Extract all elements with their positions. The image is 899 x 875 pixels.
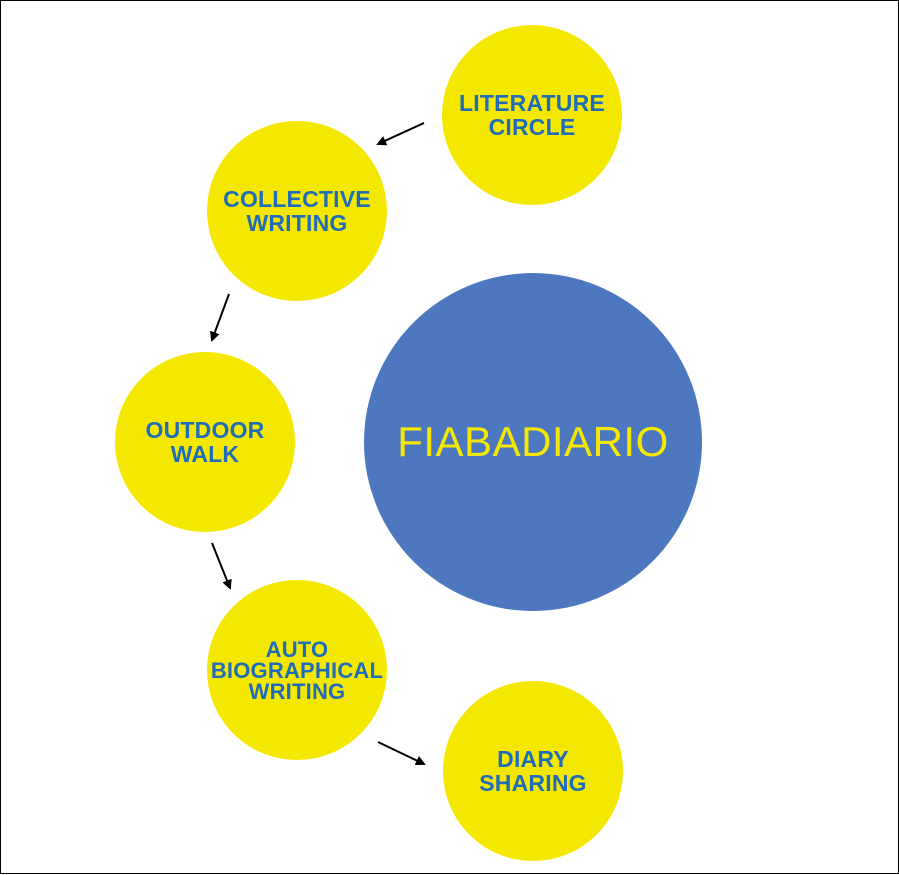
step-label-line: AUTO [265, 636, 329, 662]
flow-arrow-collective-to-outdoor [210, 293, 230, 342]
step-label-line: WRITING [248, 678, 346, 704]
step-label-outdoor-walk: OUTDOOR WALK [146, 418, 265, 466]
step-label-line: WRITING [246, 210, 348, 236]
step-circle-outdoor-walk: OUTDOOR WALK [115, 352, 295, 532]
step-label-line: DIARY [497, 746, 569, 772]
step-label-line: BIOGRAPHICAL [210, 657, 384, 683]
step-label-collective-writing: COLLECTIVE WRITING [223, 187, 371, 235]
step-label-auto-biographical-writing: AUTO BIOGRAPHICAL WRITING [210, 636, 384, 704]
center-title: FIABADIARIO [397, 418, 669, 465]
center-circle-fiabadiario: FIABADIARIO [364, 273, 702, 611]
step-label-line: COLLECTIVE [223, 186, 371, 212]
flow-arrow-outdoor-to-auto [211, 542, 232, 590]
step-label-line: WALK [170, 441, 240, 467]
step-label-literature-circle: LITERATURE CIRCLE [459, 91, 605, 139]
step-label-line: CIRCLE [488, 114, 576, 140]
step-label-diary-sharing: DIARY SHARING [479, 747, 586, 795]
step-label-line: SHARING [479, 770, 587, 796]
flow-arrow-auto-to-diary [377, 741, 426, 766]
step-circle-diary-sharing: DIARY SHARING [443, 681, 623, 861]
step-circle-auto-biographical-writing: AUTO BIOGRAPHICAL WRITING [207, 580, 387, 760]
flow-arrow-literature-to-collective [376, 122, 425, 146]
step-label-line: LITERATURE [459, 90, 605, 116]
step-circle-collective-writing: COLLECTIVE WRITING [207, 121, 387, 301]
step-circle-literature-circle: LITERATURE CIRCLE [442, 25, 622, 205]
step-label-line: OUTDOOR [145, 417, 265, 443]
